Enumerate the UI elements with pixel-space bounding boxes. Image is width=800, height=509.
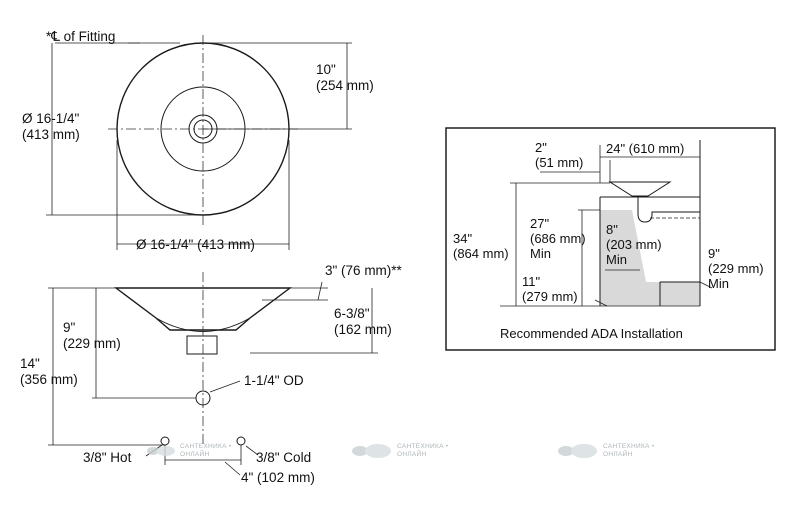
ada-depth-in: 8" [606,222,618,237]
cold-supply-circle [236,436,246,446]
rim-label: 3" (76 mm)** [325,263,403,278]
watermark-3: САНТЕХНИКА • ОНЛАЙН [558,443,655,458]
ada-knee-min: Min [530,246,551,261]
ada-sink-bowl [608,181,672,197]
watermark-text-1: САНТЕХНИКА • [397,443,449,450]
side-view: 1-1/4" OD 9" (229 mm) 14" (356 mm) 3" (7… [20,263,403,485]
nine-in-label: 9" [63,320,76,335]
watermark-logo-icon [365,444,391,458]
ada-9-leader [699,281,713,289]
drain-leader [209,380,241,393]
spacing-label: 4" (102 mm) [241,470,315,485]
cold-leader [245,445,259,456]
ada-installation-box: 2" (51 mm) 24" (610 mm) 34" (864 mm) 27"… [445,127,776,351]
dia-mm-label: (413 mm) [22,127,80,142]
ada-knee-in: 27" [530,216,549,231]
ada-toe-mm: (229 mm) [708,261,764,276]
ten-in-label: 10" [316,62,336,77]
watermark-text-2: ОНЛАЙН [397,449,427,458]
nine-mm-label: (229 mm) [63,336,121,351]
ada-height-mm: (864 mm) [453,246,509,261]
watermark-logo-icon [352,446,368,456]
spacing-leader [224,461,241,476]
watermark-1: САНТЕХНИКА • ОНЛАЙН [147,443,232,458]
ada-offset-in: 2" [535,140,547,155]
drain-label: 1-1/4" OD [244,373,304,388]
watermark-text-2: ОНЛАЙН [180,449,210,458]
hot-label: 3/8" Hot [83,450,132,465]
watermark-text-2: ОНЛАЙН [603,449,633,458]
depth-mm-label: (162 mm) [334,322,392,337]
ada-caption: Recommended ADA Installation [500,326,683,341]
rim-leader [317,281,323,301]
ada-height-in: 34" [453,231,472,246]
watermark-logo-icon [558,446,574,456]
fitting-label: *℄ of Fitting [46,29,115,44]
cold-label: 3/8" Cold [256,450,311,465]
top-view: *℄ of Fitting Ø 16-1/4" (413 mm) 10" (25… [22,29,374,252]
watermark-logo-icon [147,447,159,455]
watermark-logo-icon [157,446,175,456]
dia-in-label: Ø 16-1/4" [22,111,80,126]
ada-depth-min: Min [606,252,627,267]
hot-supply-circle [160,436,170,446]
depth-in-label: 6-3/8" [334,306,370,321]
ada-toe-min: Min [708,276,729,291]
drain-body [186,335,218,355]
ada-offset-mm: (51 mm) [535,155,583,170]
ada-toe-in: 9" [708,246,720,261]
ada-toe-height-in: 11" [522,274,540,289]
ada-depth-mm: (203 mm) [606,237,662,252]
fourteen-in-label: 14" [20,356,40,371]
watermark-text-1: САНТЕХНИКА • [180,443,232,450]
ada-knee-mm: (686 mm) [530,231,586,246]
watermark-logo-icon [571,444,597,458]
ada-counter [599,196,700,306]
fourteen-mm-label: (356 mm) [20,372,78,387]
ada-11-leader [594,299,608,307]
ada-trap-pipe [637,196,700,223]
watermark-2: САНТЕХНИКА • ОНЛАЙН [352,443,449,458]
ten-mm-label: (254 mm) [316,78,374,93]
ada-width: 24" (610 mm) [606,141,684,156]
ada-toe-height-mm: (279 mm) [522,289,578,304]
width-label: Ø 16-1/4" (413 mm) [136,237,255,252]
watermark-text-1: САНТЕХНИКА • [603,443,655,450]
